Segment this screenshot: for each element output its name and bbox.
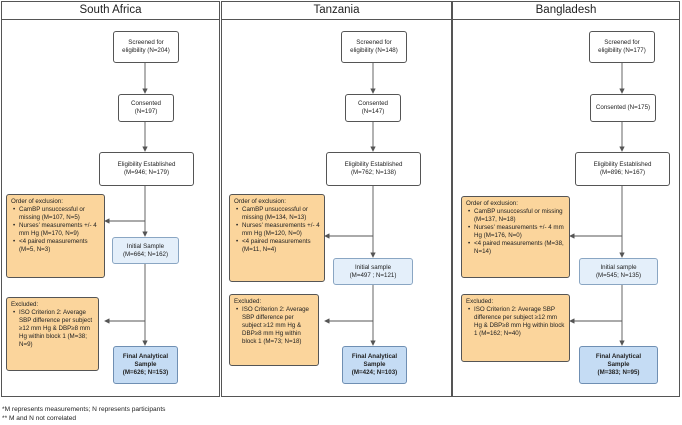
footnote-2: ** M and N not correlated	[2, 415, 77, 422]
panel-title: South Africa	[2, 2, 219, 20]
eligibility-box: Eligibility Established (M=896; N=167)	[575, 152, 670, 186]
eligibility-box: Eligibility Established (M=946; N=179)	[99, 152, 194, 186]
final-sample-box: Final Analytical Sample (M=424; N=103)	[342, 346, 407, 384]
final-sample-box: Final Analytical Sample (M=626; N=153)	[113, 346, 178, 384]
exclusion-item: <4 paired measurements (M=5, N=3)	[13, 238, 100, 254]
excluded-box: Excluded: ISO Criterion 2: Average SBP d…	[229, 294, 319, 366]
exclusion-item: ISO Criterion 2: Average SBP difference …	[236, 306, 314, 346]
exclusion-item: CamBP unsuccessful or missing (M=134, N=…	[236, 206, 320, 222]
exclusion-item: ISO Criterion 2: Average SBP difference …	[468, 306, 565, 338]
exclusion-title: Order of exclusion:	[466, 200, 518, 207]
initial-sample-box: Initial sample (M=545; N=135)	[579, 258, 658, 285]
exclusion-item: <4 paired measurements (M=38, N=14)	[468, 240, 565, 256]
excluded-title: Excluded:	[11, 301, 39, 308]
screened-box: Screened for eligibility (N=148)	[341, 31, 407, 63]
panel-title: Bangladesh	[453, 2, 679, 20]
excluded-box: Excluded: ISO Criterion 2: Average SBP d…	[6, 297, 99, 371]
exclusion-item: ISO Criterion 2: Average SBP difference …	[13, 309, 94, 349]
final-sample-box: Final Analytical Sample (M=383; N=95)	[579, 346, 658, 384]
consented-box: Consented (N=197)	[118, 94, 174, 122]
screened-box: Screened for eligibility (N=177)	[589, 31, 655, 63]
exclusion-item: Nurses' measurements +/- 4 mm Hg (M=120,…	[236, 222, 320, 238]
initial-sample-box: Initial Sample (M=664; N=162)	[112, 237, 179, 264]
excluded-box: Excluded: ISO Criterion 2: Average SBP d…	[461, 294, 570, 362]
panel-title: Tanzania	[222, 2, 451, 20]
initial-sample-box: Initial sample (M=497 ; N=121)	[333, 258, 413, 285]
exclusion-item: Nurses' measurements +/- 4 mm Hg (M=176,…	[468, 224, 565, 240]
footnote-1: *M represents measurements; N represents…	[2, 406, 166, 413]
exclusion-item: CamBP unsuccessful or missing (M=137, N=…	[468, 208, 565, 224]
excluded-title: Excluded:	[234, 298, 262, 305]
consented-box: Consented (N=147)	[345, 94, 401, 122]
exclusion-item: <4 paired measurements (M=11, N=4)	[236, 238, 320, 254]
exclusion-title: Order of exclusion:	[234, 198, 286, 205]
exclusion-item: CamBP unsuccessful or missing (M=107, N=…	[13, 206, 100, 222]
exclusion-title: Order of exclusion:	[11, 198, 63, 205]
exclusion-order-box: Order of exclusion: CamBP unsuccessful o…	[461, 196, 570, 278]
exclusion-order-box: Order of exclusion: CamBP unsuccessful o…	[6, 194, 105, 278]
excluded-title: Excluded:	[466, 298, 494, 305]
screened-box: Screened for eligibility (N=204)	[113, 31, 179, 63]
consented-box: Consented (N=175)	[590, 94, 656, 122]
eligibility-box: Eligibility Established (M=762; N=138)	[326, 152, 421, 186]
exclusion-item: Nurses' measurements +/- 4 mm Hg (M=170,…	[13, 222, 100, 238]
exclusion-order-box: Order of exclusion: CamBP unsuccessful o…	[229, 194, 325, 282]
